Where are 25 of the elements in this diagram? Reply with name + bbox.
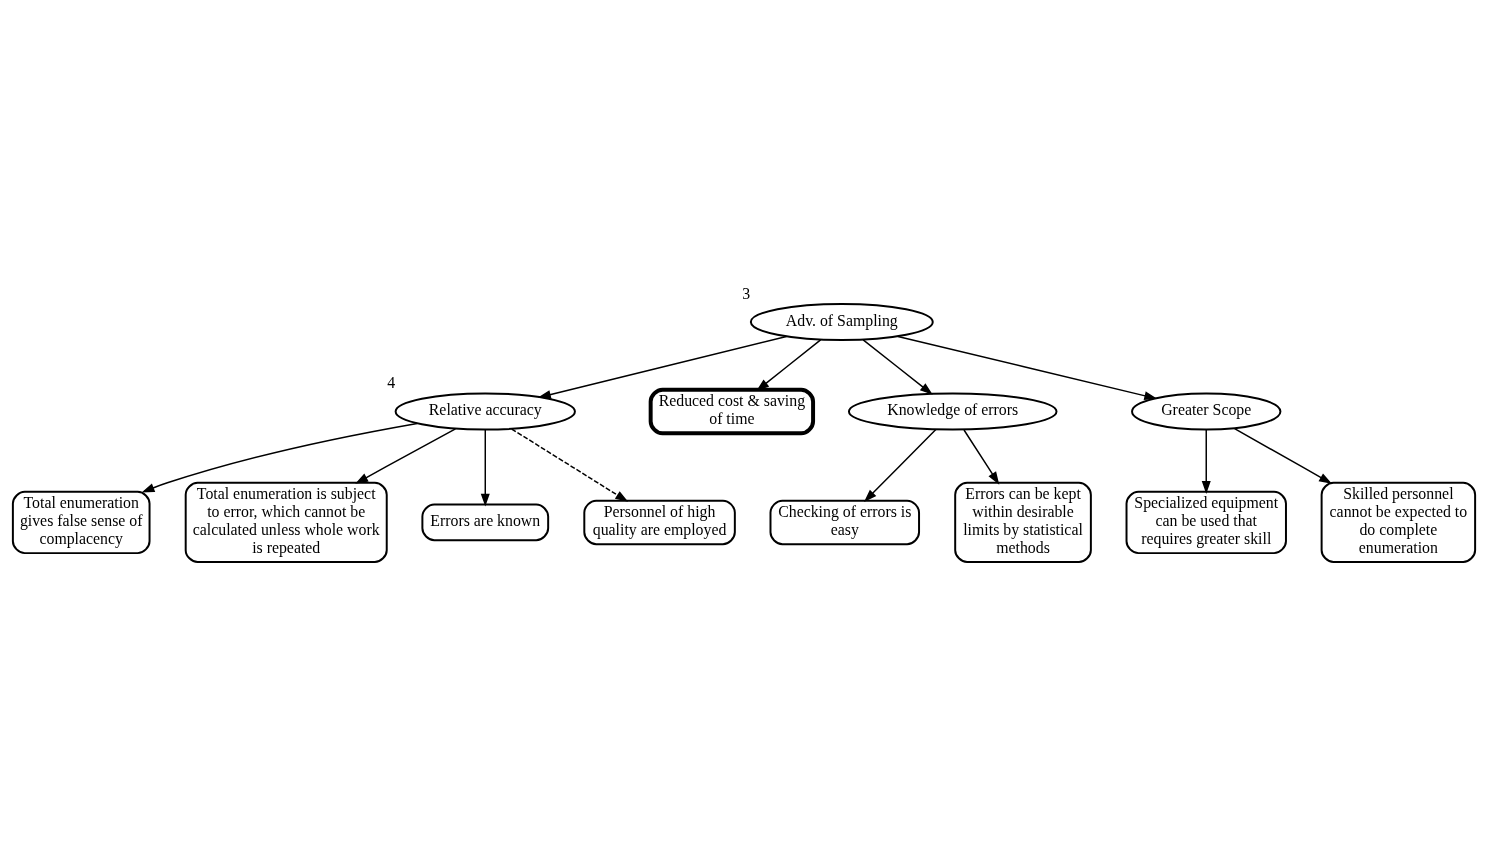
arrow [864,428,937,502]
arrow [480,428,490,507]
arrow [537,335,788,399]
node-box: Reduced cost & saving of time [648,387,816,435]
arrow [897,335,1158,400]
arrow [511,427,629,502]
node-box: Specialized equipment can be used that requires greater skill [1125,490,1287,554]
node-box: Total enumeration is subject to error, which cannot be calculated unless whole work is repeated [184,481,388,563]
node-label: 4 [387,373,396,391]
arrow [862,338,933,395]
node-box: Errors can be kept within desirable limits by statistical methods [954,481,1092,563]
node-ellipse: Knowledge of errors [847,391,1058,431]
node-ellipse: Adv. of Sampling [749,302,934,341]
arrow [1201,428,1211,494]
node-box: Skilled personnel cannot be expected to do complete enumeration [1320,481,1477,563]
node-box: Errors are known [421,503,550,541]
node-box: Checking of errors is easy [769,499,921,545]
arrow [1233,427,1332,484]
node-box: Personnel of high quality are employed [583,499,736,545]
arrow [756,338,822,391]
arrow [141,422,418,492]
arrow [355,427,457,484]
node-label: 3 [742,284,751,302]
node-box: Total enumeration gives false sense of complacency [11,490,151,554]
arrow [963,428,1000,485]
